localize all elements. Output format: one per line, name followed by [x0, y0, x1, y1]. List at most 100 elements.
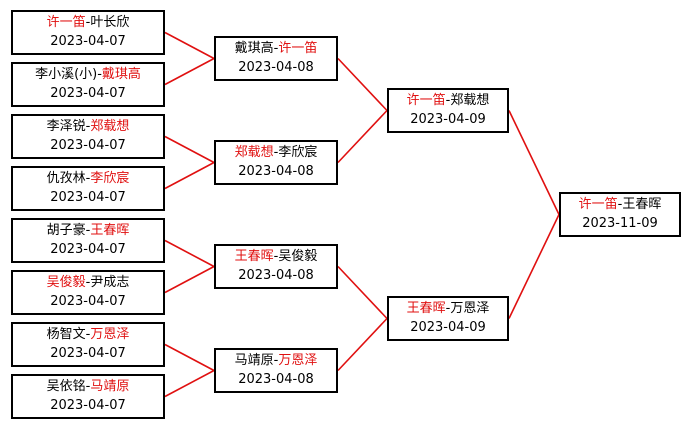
player-a: 郑载想: [234, 145, 274, 160]
player-a: 王春晖: [234, 249, 274, 264]
match-box-r1-m3: 李泽锐-郑载想 2023-04-07: [11, 114, 165, 159]
match-players: 戴琪高-许一笛: [216, 39, 336, 58]
match-date: 2023-04-07: [50, 346, 126, 361]
match-box-r2-m3: 王春晖-吴俊毅 2023-04-08: [214, 244, 338, 289]
match-players: 胡子豪-王春晖: [13, 221, 163, 240]
name-separator: -: [85, 15, 91, 30]
name-separator: -: [273, 41, 279, 56]
match-date: 2023-04-07: [50, 138, 126, 153]
connector-r1-m1: [164, 31, 215, 60]
match-box-r1-m5: 胡子豪-王春晖 2023-04-07: [11, 218, 165, 263]
player-a: 许一笛: [406, 93, 446, 108]
player-a: 马靖原: [234, 353, 274, 368]
player-a: 李泽锐: [46, 119, 86, 134]
player-a: 王春晖: [406, 301, 446, 316]
name-separator: -: [445, 93, 451, 108]
player-a: 仇孜林: [46, 171, 86, 186]
connector-r2-m3: [337, 265, 388, 320]
match-players: 马靖原-万恩泽: [216, 351, 336, 370]
connector-r1-m8: [164, 369, 215, 398]
match-date: 2023-04-09: [410, 112, 486, 127]
match-date: 2023-04-07: [50, 398, 126, 413]
match-date: 2023-04-07: [50, 242, 126, 257]
player-a: 吴俊毅: [46, 275, 86, 290]
match-date: 2023-04-07: [50, 86, 126, 101]
match-date: 2023-04-08: [238, 60, 314, 75]
name-separator: -: [85, 379, 91, 394]
match-players: 吴依铭-马靖原: [13, 377, 163, 396]
name-separator: -: [85, 275, 91, 290]
player-b: 万恩泽: [450, 301, 490, 316]
player-b: 万恩泽: [278, 353, 318, 368]
player-b: 许一笛: [278, 41, 318, 56]
match-players: 仇孜林-李欣宸: [13, 169, 163, 188]
match-box-r1-m2: 李小溪(小)-戴琪高 2023-04-07: [11, 62, 165, 107]
match-players: 李小溪(小)-戴琪高: [13, 65, 163, 84]
connector-r2-m1: [337, 57, 388, 112]
match-box-r1-m7: 杨智文-万恩泽 2023-04-07: [11, 322, 165, 367]
player-a: 许一笛: [46, 15, 86, 30]
match-date: 2023-11-09: [582, 216, 658, 231]
player-b: 万恩泽: [90, 327, 130, 342]
match-date: 2023-04-07: [50, 34, 126, 49]
player-b: 郑载想: [450, 93, 490, 108]
player-b: 马靖原: [90, 379, 130, 394]
match-players: 许一笛-叶长欣: [13, 13, 163, 32]
connector-r1-m6: [164, 265, 215, 294]
match-players: 杨智文-万恩泽: [13, 325, 163, 344]
player-b: 戴琪高: [101, 67, 141, 82]
connector-r1-m7: [164, 343, 215, 372]
player-b: 李欣宸: [90, 171, 130, 186]
connector-r3-m1: [508, 110, 560, 215]
match-players: 王春晖-吴俊毅: [216, 247, 336, 266]
player-b: 吴俊毅: [278, 249, 318, 264]
match-box-r1-m8: 吴依铭-马靖原 2023-04-07: [11, 374, 165, 419]
name-separator: -: [273, 145, 279, 160]
name-separator: -: [273, 353, 279, 368]
match-date: 2023-04-07: [50, 190, 126, 205]
connector-r1-m5: [164, 239, 215, 268]
match-players: 郑载想-李欣宸: [216, 143, 336, 162]
player-b: 郑载想: [90, 119, 130, 134]
name-separator: -: [617, 197, 623, 212]
match-players: 吴俊毅-尹成志: [13, 273, 163, 292]
player-b: 李欣宸: [278, 145, 318, 160]
player-b: 尹成志: [90, 275, 130, 290]
match-players: 王春晖-万恩泽: [389, 299, 507, 318]
match-box-r2-m4: 马靖原-万恩泽 2023-04-08: [214, 348, 338, 393]
name-separator: -: [85, 171, 91, 186]
match-box-r1-m1: 许一笛-叶长欣 2023-04-07: [11, 10, 165, 55]
player-a: 戴琪高: [234, 41, 274, 56]
match-date: 2023-04-07: [50, 294, 126, 309]
name-separator: -: [85, 327, 91, 342]
match-players: 许一笛-王春晖: [561, 195, 679, 214]
match-box-r1-m4: 仇孜林-李欣宸 2023-04-07: [11, 166, 165, 211]
player-b: 王春晖: [622, 197, 662, 212]
connector-r2-m4: [337, 317, 388, 372]
name-separator: -: [97, 67, 102, 82]
connector-r1-m3: [164, 135, 215, 164]
connector-r1-m4: [164, 161, 215, 190]
name-separator: -: [85, 119, 91, 134]
connector-r1-m2: [164, 57, 215, 86]
match-box-r2-m1: 戴琪高-许一笛 2023-04-08: [214, 36, 338, 81]
match-players: 许一笛-郑载想: [389, 91, 507, 110]
match-date: 2023-04-09: [410, 320, 486, 335]
name-separator: -: [85, 223, 91, 238]
player-a: 杨智文: [46, 327, 86, 342]
name-separator: -: [273, 249, 279, 264]
player-a: 胡子豪: [46, 223, 86, 238]
match-date: 2023-04-08: [238, 372, 314, 387]
connector-r3-m2: [508, 214, 560, 319]
player-a: 李小溪(小): [35, 67, 98, 82]
player-b: 王春晖: [90, 223, 130, 238]
match-date: 2023-04-08: [238, 268, 314, 283]
match-players: 李泽锐-郑载想: [13, 117, 163, 136]
match-box-r4-m1: 许一笛-王春晖 2023-11-09: [559, 192, 681, 237]
player-a: 吴依铭: [46, 379, 86, 394]
match-box-r1-m6: 吴俊毅-尹成志 2023-04-07: [11, 270, 165, 315]
player-b: 叶长欣: [90, 15, 130, 30]
